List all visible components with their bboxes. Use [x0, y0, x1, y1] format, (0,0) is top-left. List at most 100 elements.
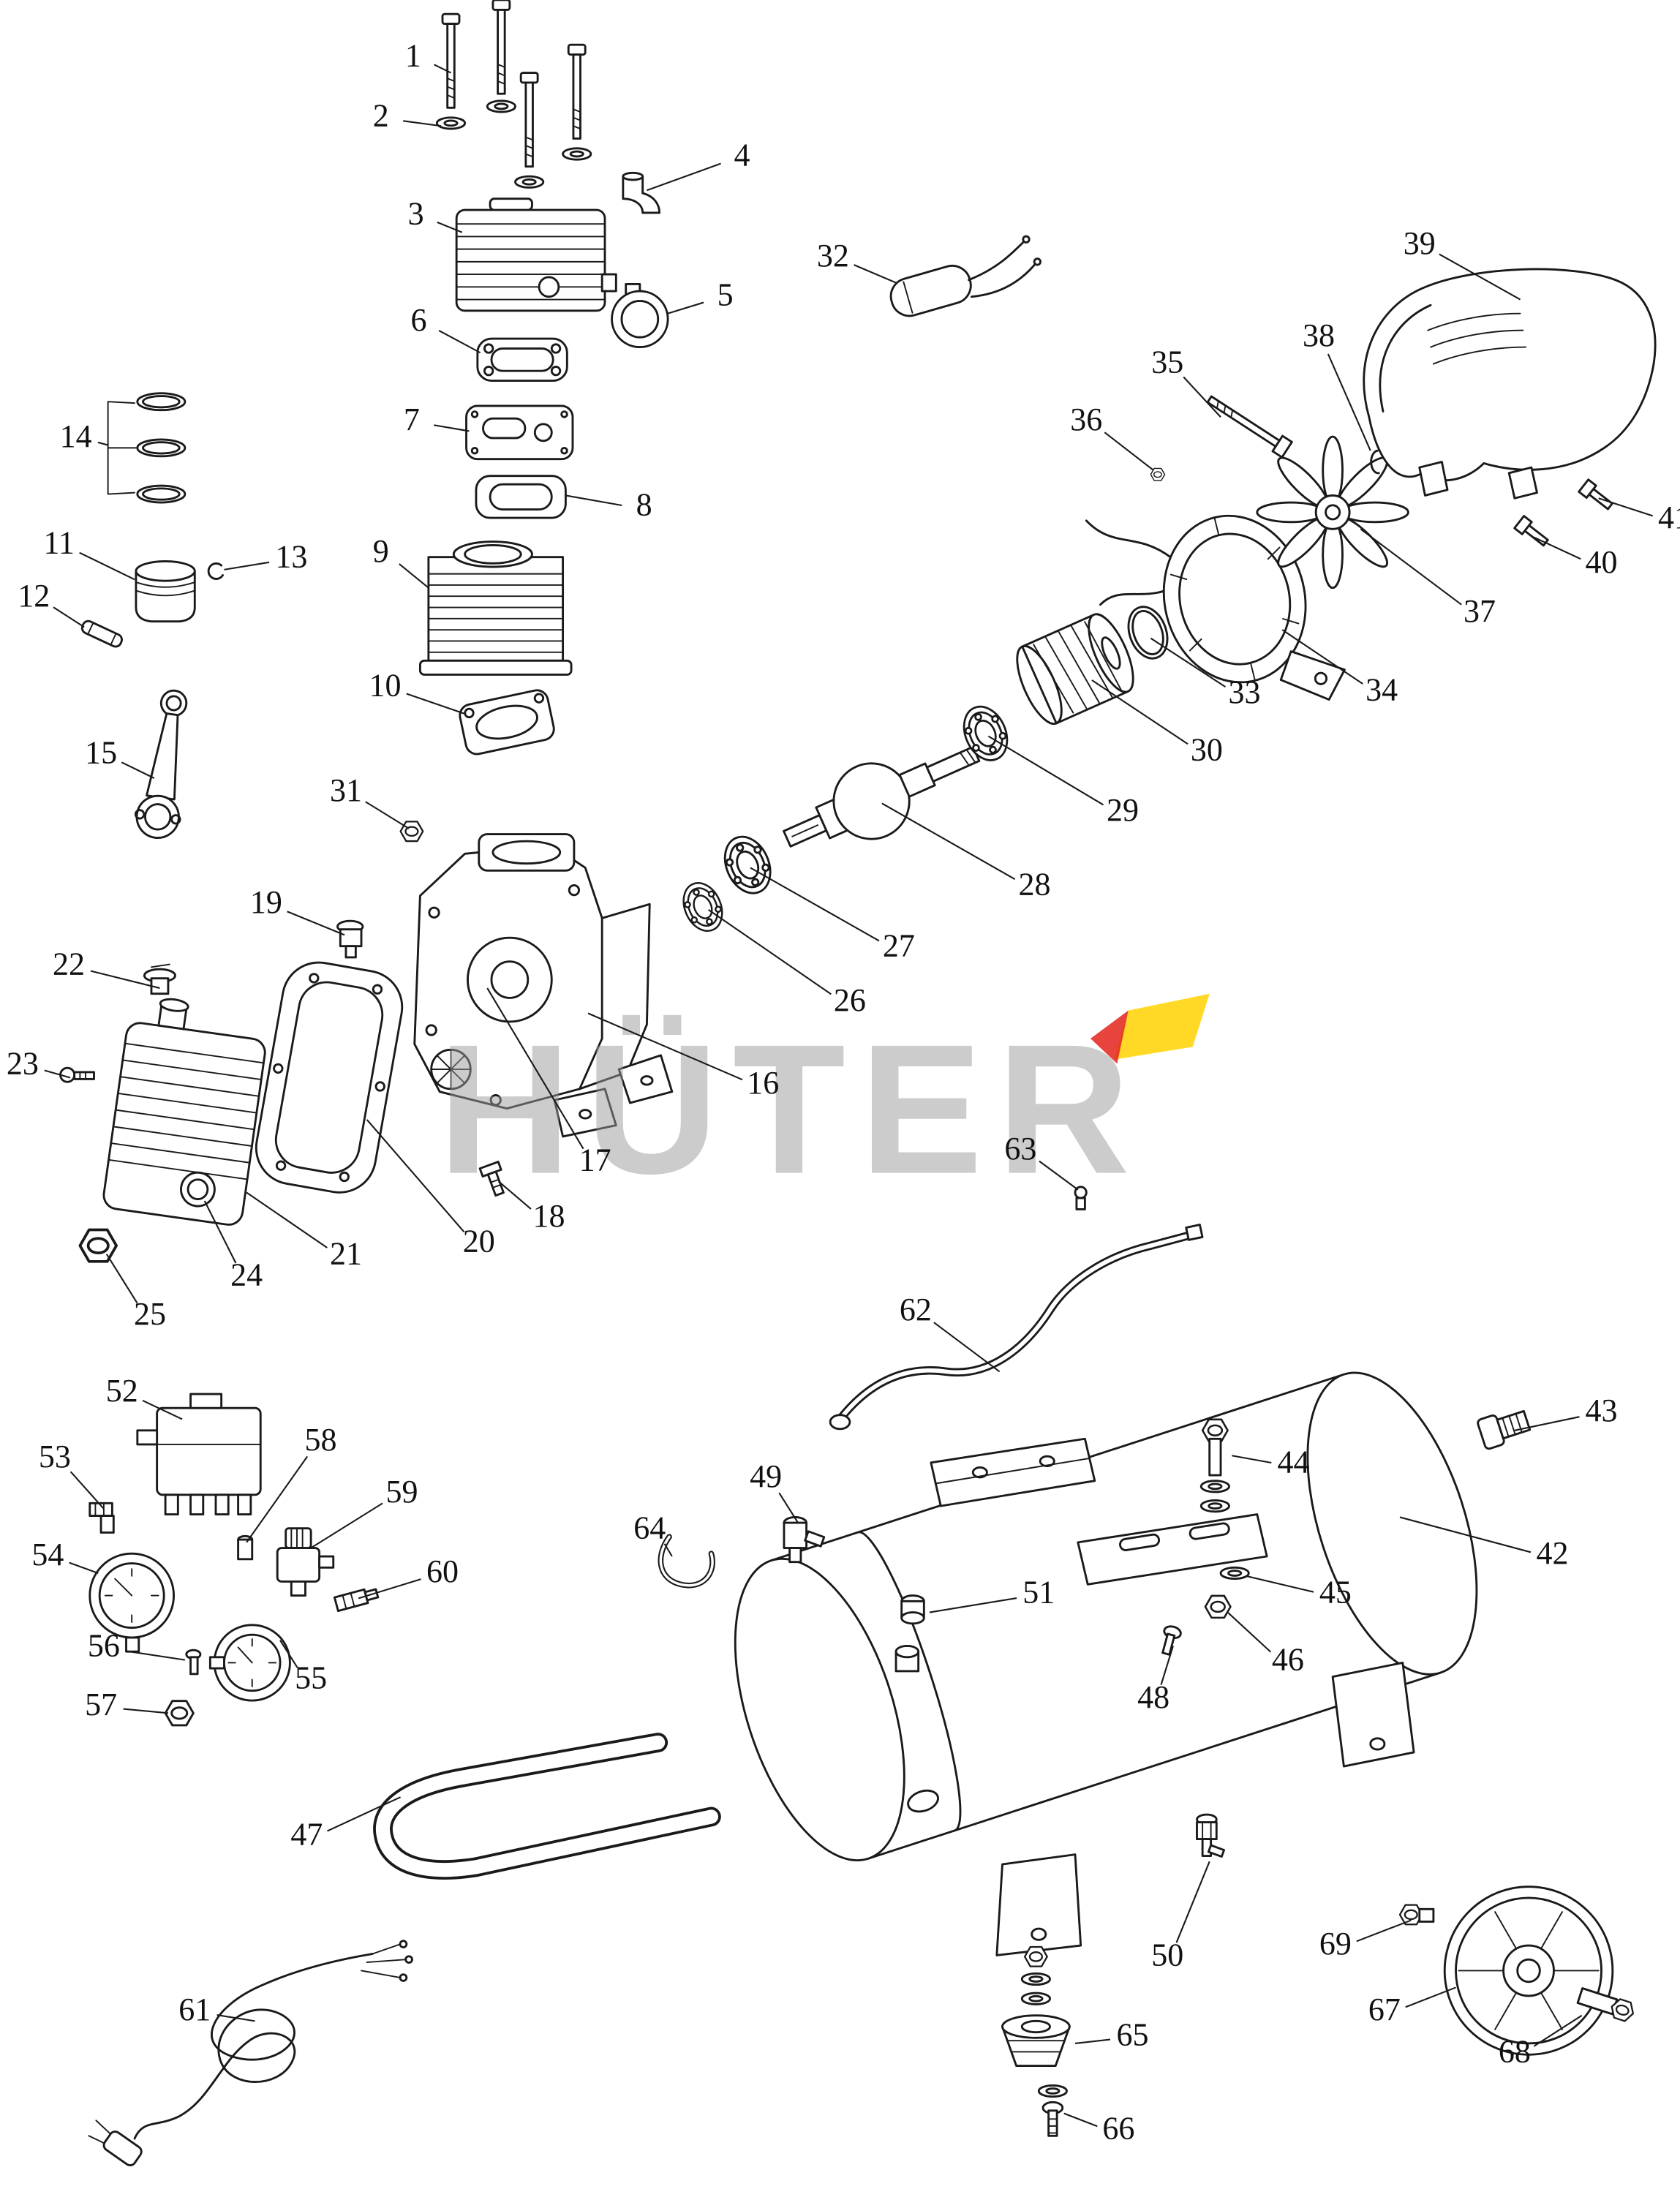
gauge-nut — [164, 1700, 195, 1727]
part-label-8: 8 — [636, 487, 652, 523]
watermark-text: HÜTER — [438, 1006, 1145, 1213]
leader-line-17 — [486, 987, 584, 1150]
leader-line-38 — [1327, 353, 1371, 451]
part-label-30: 30 — [1191, 732, 1223, 768]
head-gasket — [476, 337, 568, 382]
rotor — [1016, 613, 1134, 726]
leader-line-12 — [53, 606, 85, 628]
part-label-23: 23 — [7, 1045, 39, 1081]
leader-line-29 — [987, 735, 1104, 806]
capacitor — [889, 235, 1041, 317]
watermark-flag-yellow — [1114, 993, 1210, 1060]
leader-line-11 — [79, 551, 135, 581]
leader-line-56 — [126, 1650, 186, 1661]
drain-plug — [78, 1228, 118, 1263]
gauge-screw — [185, 1649, 202, 1676]
leader-line-4 — [647, 162, 721, 192]
leader-line-66 — [1063, 2112, 1098, 2128]
crankcase-gasket — [255, 961, 404, 1194]
cylinder-gasket — [475, 475, 567, 519]
leader-line-67 — [1405, 1986, 1456, 2008]
leader-line-54 — [69, 1561, 99, 1574]
crankcase — [413, 833, 674, 1138]
part-label-21: 21 — [330, 1236, 362, 1272]
part-label-26: 26 — [834, 982, 866, 1018]
leader-line-60 — [358, 1578, 421, 1600]
leader-line-31 — [365, 801, 410, 829]
leader-line-10 — [406, 693, 465, 715]
watermark-flag-red — [1091, 1010, 1129, 1064]
part-label-34: 34 — [1366, 671, 1398, 707]
outlet-fitting — [333, 1588, 380, 1613]
leader-line-24 — [203, 1200, 237, 1264]
part-label-53: 53 — [39, 1439, 71, 1474]
mount-washer — [1219, 1566, 1250, 1580]
part-label-24: 24 — [230, 1256, 263, 1292]
part-label-66: 66 — [1102, 2111, 1134, 2147]
wheel — [1443, 1885, 1614, 2056]
leader-line-61 — [216, 2014, 255, 2022]
elbow-fitting — [622, 171, 661, 214]
part-label-61: 61 — [178, 1992, 211, 2027]
leader-line-16 — [587, 1012, 743, 1081]
shroud-screw-b — [1578, 478, 1613, 510]
leader-line-68 — [1533, 2014, 1583, 2047]
part-label-10: 10 — [369, 668, 402, 704]
part-label-7: 7 — [404, 402, 420, 437]
part-label-45: 45 — [1319, 1575, 1352, 1610]
leader-line-27 — [750, 867, 880, 942]
leader-line-36 — [1104, 432, 1154, 471]
part-label-2: 2 — [373, 98, 389, 134]
leader-line-1 — [434, 64, 451, 74]
check-valve — [783, 1515, 826, 1564]
leader-line-34 — [1281, 629, 1363, 685]
tank-plug — [1477, 1409, 1532, 1450]
leader-line-53 — [69, 1471, 105, 1510]
cover-screw — [59, 1066, 95, 1083]
cylinder-head — [455, 197, 617, 312]
part-label-57: 57 — [85, 1687, 117, 1722]
regulator-fitting — [237, 1534, 254, 1561]
leader-line-18 — [497, 1180, 532, 1210]
axle-bolt — [1398, 1904, 1435, 1926]
part-label-22: 22 — [53, 946, 85, 982]
leader-line-13 — [224, 561, 270, 570]
part-label-50: 50 — [1151, 1937, 1183, 1973]
leader-line-55 — [279, 1640, 298, 1668]
leader-line-52 — [142, 1399, 183, 1420]
valve-plate — [465, 404, 574, 461]
part-label-59: 59 — [386, 1474, 418, 1510]
part-label-18: 18 — [532, 1198, 565, 1234]
fan-shroud — [1363, 268, 1657, 500]
shroud-screw-a — [1513, 515, 1549, 547]
leader-line-19 — [287, 911, 345, 936]
air-filter — [611, 283, 669, 349]
mount-plate-rear — [1077, 1513, 1268, 1586]
part-label-39: 39 — [1404, 225, 1436, 261]
leader-line-59 — [310, 1502, 383, 1549]
cylinder — [418, 540, 573, 676]
leader-line-5 — [667, 301, 704, 314]
part-label-33: 33 — [1229, 674, 1261, 710]
leader-line-32 — [854, 264, 897, 284]
leader-line-69 — [1356, 1919, 1412, 1943]
leader-line-39 — [1439, 253, 1521, 301]
part-label-1: 1 — [405, 37, 421, 73]
wheel-axle — [1576, 1987, 1638, 2024]
part-label-9: 9 — [373, 533, 389, 569]
part-label-69: 69 — [1319, 1926, 1352, 1962]
part-label-42: 42 — [1537, 1535, 1569, 1571]
tank-foot-bracket-left — [995, 1853, 1082, 1956]
leader-line-7 — [434, 424, 470, 432]
leader-line-65 — [1074, 2038, 1111, 2045]
part-label-29: 29 — [1107, 792, 1139, 828]
part-label-65: 65 — [1116, 2016, 1148, 2052]
oil-plug — [143, 963, 176, 995]
connecting-rod — [134, 689, 188, 840]
part-label-56: 56 — [88, 1627, 120, 1663]
part-label-49: 49 — [750, 1458, 782, 1494]
part-label-35: 35 — [1151, 344, 1183, 380]
part-label-60: 60 — [426, 1553, 459, 1589]
leader-line-3 — [437, 221, 463, 233]
plate-screw — [1161, 1625, 1182, 1656]
